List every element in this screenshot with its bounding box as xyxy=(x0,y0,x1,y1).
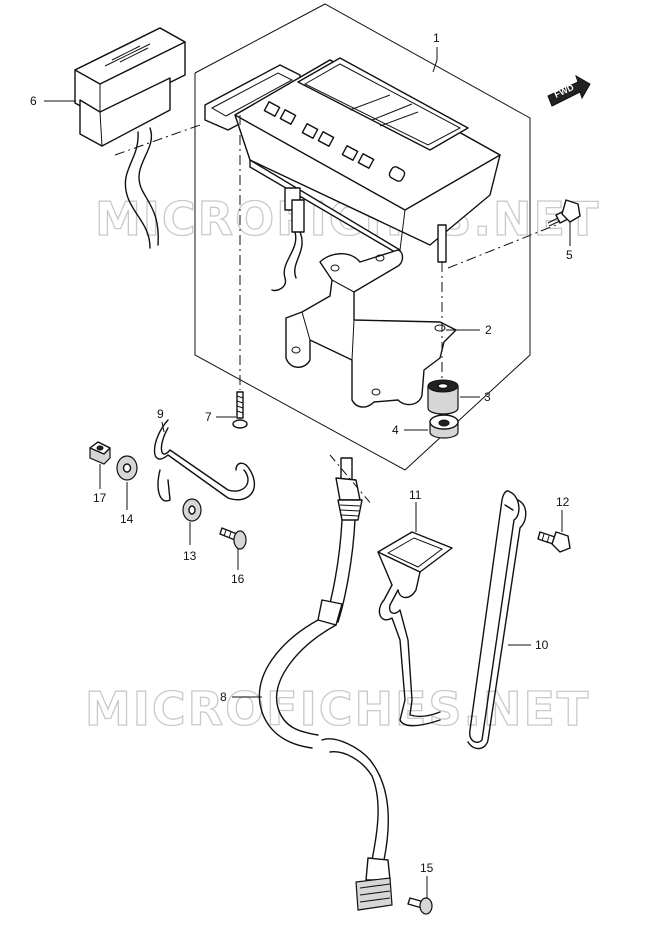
part-15-screw[interactable] xyxy=(407,897,433,915)
part-17-nut[interactable] xyxy=(89,441,111,465)
callout-labels: 1 2 3 4 5 6 7 8 9 10 11 12 13 14 15 16 1… xyxy=(30,31,573,875)
part-8-speedometer-cable[interactable] xyxy=(258,454,393,911)
callout-14: 14 xyxy=(120,512,134,526)
watermark-bottom: MICROFICHES.NET xyxy=(85,682,590,736)
callout-11: 11 xyxy=(409,488,422,502)
part-16-bolt[interactable] xyxy=(219,527,247,550)
callout-5: 5 xyxy=(566,248,573,262)
part-1-meter[interactable] xyxy=(204,57,501,292)
part-14-washer[interactable] xyxy=(116,455,138,481)
callout-12: 12 xyxy=(556,495,570,509)
callout-6: 6 xyxy=(30,94,37,108)
part-6-indicator-lamp[interactable] xyxy=(74,27,201,249)
callout-13: 13 xyxy=(183,549,197,563)
assembly-box xyxy=(194,3,531,471)
callout-2: 2 xyxy=(485,323,492,337)
callout-7: 7 xyxy=(205,410,212,424)
leader-lines xyxy=(44,47,571,898)
part-2-meter-bracket[interactable] xyxy=(285,249,457,408)
part-4-nut[interactable] xyxy=(429,414,459,439)
part-11-cable-guide[interactable] xyxy=(377,531,453,727)
fwd-arrow-icon: FWD xyxy=(547,74,591,107)
callout-4: 4 xyxy=(392,423,399,437)
part-12-bolt[interactable] xyxy=(537,531,571,553)
part-3-grommet[interactable] xyxy=(427,379,459,415)
part-5-bolt[interactable] xyxy=(547,199,581,227)
part-7-screw[interactable] xyxy=(232,391,248,429)
part-10-cable-clamp[interactable] xyxy=(467,490,527,750)
callout-16: 16 xyxy=(231,572,245,586)
callout-3: 3 xyxy=(484,390,491,404)
callout-1: 1 xyxy=(433,31,440,45)
callout-10: 10 xyxy=(535,638,549,652)
callout-8: 8 xyxy=(220,690,227,704)
callout-15: 15 xyxy=(420,861,434,875)
callout-9: 9 xyxy=(157,407,164,421)
callout-17: 17 xyxy=(93,491,107,505)
part-9-clamp-wire[interactable] xyxy=(153,419,256,502)
part-13-washer[interactable] xyxy=(182,498,202,522)
assembly-lines xyxy=(239,115,557,420)
